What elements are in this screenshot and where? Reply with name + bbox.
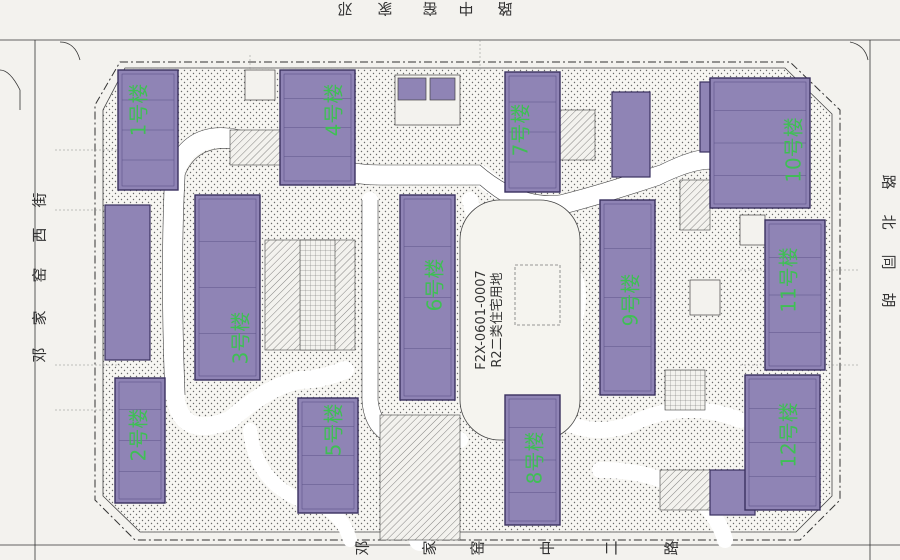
street-south-char: 路 — [663, 540, 681, 555]
street-south-char: 窑 — [469, 540, 487, 555]
buildings-layer: 1号楼 2号楼 3号楼 4号楼 5号楼 6号楼 7号楼 8号楼 9号楼 10号楼 11号楼 12号楼 — [104, 69, 826, 526]
street-west-char: 邓 — [31, 347, 49, 362]
street-north-char: 邓 — [337, 0, 352, 18]
hatched-area — [229, 129, 281, 166]
street-north-char: 窑 — [422, 0, 437, 18]
building-1: 1号楼 — [104, 69, 179, 361]
ancillary-buildings — [244, 69, 766, 316]
building-label: 4号楼 — [322, 84, 346, 137]
building-label: 2号楼 — [127, 409, 151, 462]
building-label: 1号楼 — [127, 84, 151, 137]
building-label: 6号楼 — [423, 259, 447, 312]
hatched-area — [379, 414, 461, 541]
road-curb — [59, 41, 81, 61]
grid-area — [664, 369, 706, 411]
street-south-char: 家 — [421, 540, 439, 555]
site-code: F2X-0601-0007 — [474, 270, 489, 370]
building-10: 10号楼 — [699, 77, 811, 209]
building-9: 9号楼 — [599, 199, 656, 396]
building-label: 12号楼 — [777, 402, 801, 467]
hatched-area — [559, 109, 596, 161]
street-east-char: 路 — [880, 174, 898, 189]
street-north-char: 路 — [497, 0, 512, 18]
street-north-char: 中 — [458, 0, 473, 18]
hatched-area — [679, 179, 711, 231]
building-7: 7号楼 — [504, 71, 651, 193]
street-south-char: 邓 — [354, 540, 372, 555]
street-west-char: 窑 — [31, 267, 49, 282]
building-wing — [611, 91, 651, 178]
plaza-feature — [514, 264, 561, 326]
street-west-char: 家 — [31, 310, 49, 325]
street-south-char: 中 — [539, 540, 557, 555]
hatched-area — [659, 469, 711, 511]
building-label: 8号楼 — [523, 432, 547, 485]
street-north-char: 家 — [377, 0, 392, 18]
building-4: 4号楼 — [279, 69, 356, 186]
street-east-char: 同 — [880, 254, 898, 269]
road-curb — [0, 69, 21, 110]
building-wing — [104, 204, 151, 361]
streets-layer: 邓家窑中路邓家窑西街邓家窑中二路胡同北路 — [31, 0, 898, 556]
building-2: 2号楼 — [114, 377, 166, 504]
building-6: 6号楼 — [399, 194, 456, 401]
building-11: 11号楼 — [764, 219, 826, 371]
building-12: 12号楼 — [709, 374, 821, 516]
building-5: 5号楼 — [297, 397, 359, 514]
building-label: 7号楼 — [509, 104, 533, 157]
site-label-group: F2X-0601-0007 R2二类住宅用地 — [474, 270, 505, 370]
building-label: 9号楼 — [619, 274, 643, 327]
building-8: 8号楼 — [504, 394, 561, 526]
grid-area — [299, 239, 336, 351]
street-west-char: 街 — [31, 192, 49, 207]
road-curb — [849, 41, 869, 61]
building-label: 11号楼 — [777, 247, 801, 312]
building-label: 3号楼 — [229, 312, 253, 365]
street-east-char: 胡 — [880, 292, 898, 307]
street-west-char: 西 — [31, 227, 49, 242]
street-south-char: 二 — [603, 540, 621, 555]
street-east-char: 北 — [880, 214, 898, 229]
building-3: 3号楼 — [194, 194, 261, 381]
site-use: R2二类住宅用地 — [490, 272, 505, 367]
building-label: 5号楼 — [322, 404, 346, 457]
building-label: 10号楼 — [782, 117, 806, 182]
